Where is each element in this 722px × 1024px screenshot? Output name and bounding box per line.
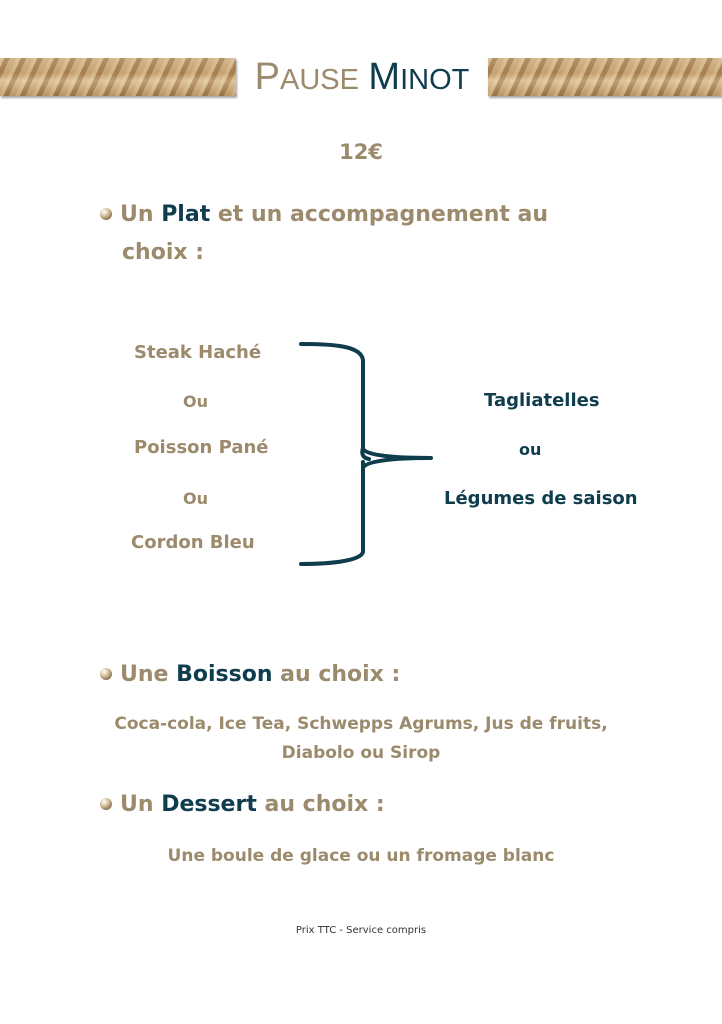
heading-suffix: et un accompagnement au (210, 202, 549, 227)
section-heading-boisson: Une Boisson au choix : (100, 656, 400, 694)
title-initial-p: P (254, 56, 280, 98)
curly-brace-icon (299, 342, 433, 566)
or-separator: Ou (183, 392, 208, 411)
bullet-ball-icon (100, 668, 112, 680)
side-tagliatelles: Tagliatelles (484, 390, 600, 411)
title-word-pause: AUSE (279, 64, 359, 96)
menu-price: 12€ (339, 140, 383, 164)
heading-suffix: au choix : (272, 662, 401, 687)
section-heading-plat: Un Plat et un accompagnement au choix : (100, 196, 548, 272)
title-word-minot: INOT (400, 64, 470, 96)
main-dish-poisson: Poisson Pané (134, 437, 269, 458)
main-dish-cordon-bleu: Cordon Bleu (131, 532, 255, 553)
heading-prefix: Un (120, 202, 162, 227)
heading-prefix: Une (120, 662, 177, 687)
title-initial-m: M (368, 56, 401, 98)
heading-highlight: Plat (161, 202, 211, 227)
side-legumes: Légumes de saison (444, 488, 638, 509)
heading-highlight: Dessert (161, 792, 257, 817)
heading-prefix: Un (120, 792, 162, 817)
decorative-banner-right (488, 58, 722, 96)
heading-suffix: au choix : (256, 792, 385, 817)
bullet-ball-icon (100, 208, 112, 220)
section-heading-dessert: Un Dessert au choix : (100, 786, 385, 824)
drink-options-line2: Diabolo ou Sirop (281, 743, 441, 763)
drink-options-line1: Coca-cola, Ice Tea, Schwepps Agrums, Jus… (114, 714, 608, 734)
bullet-ball-icon (100, 798, 112, 810)
or-separator: Ou (183, 489, 208, 508)
heading-highlight: Boisson (176, 662, 273, 687)
heading-line2: choix : (122, 240, 205, 265)
dessert-options: Une boule de glace ou un fromage blanc (167, 846, 555, 866)
main-dish-steak: Steak Haché (134, 342, 262, 363)
footer-note: Prix TTC - Service compris (295, 925, 427, 936)
decorative-banner-left (0, 58, 236, 96)
or-separator: ou (519, 440, 542, 459)
page-title: PAUSE MINOT (236, 56, 488, 99)
